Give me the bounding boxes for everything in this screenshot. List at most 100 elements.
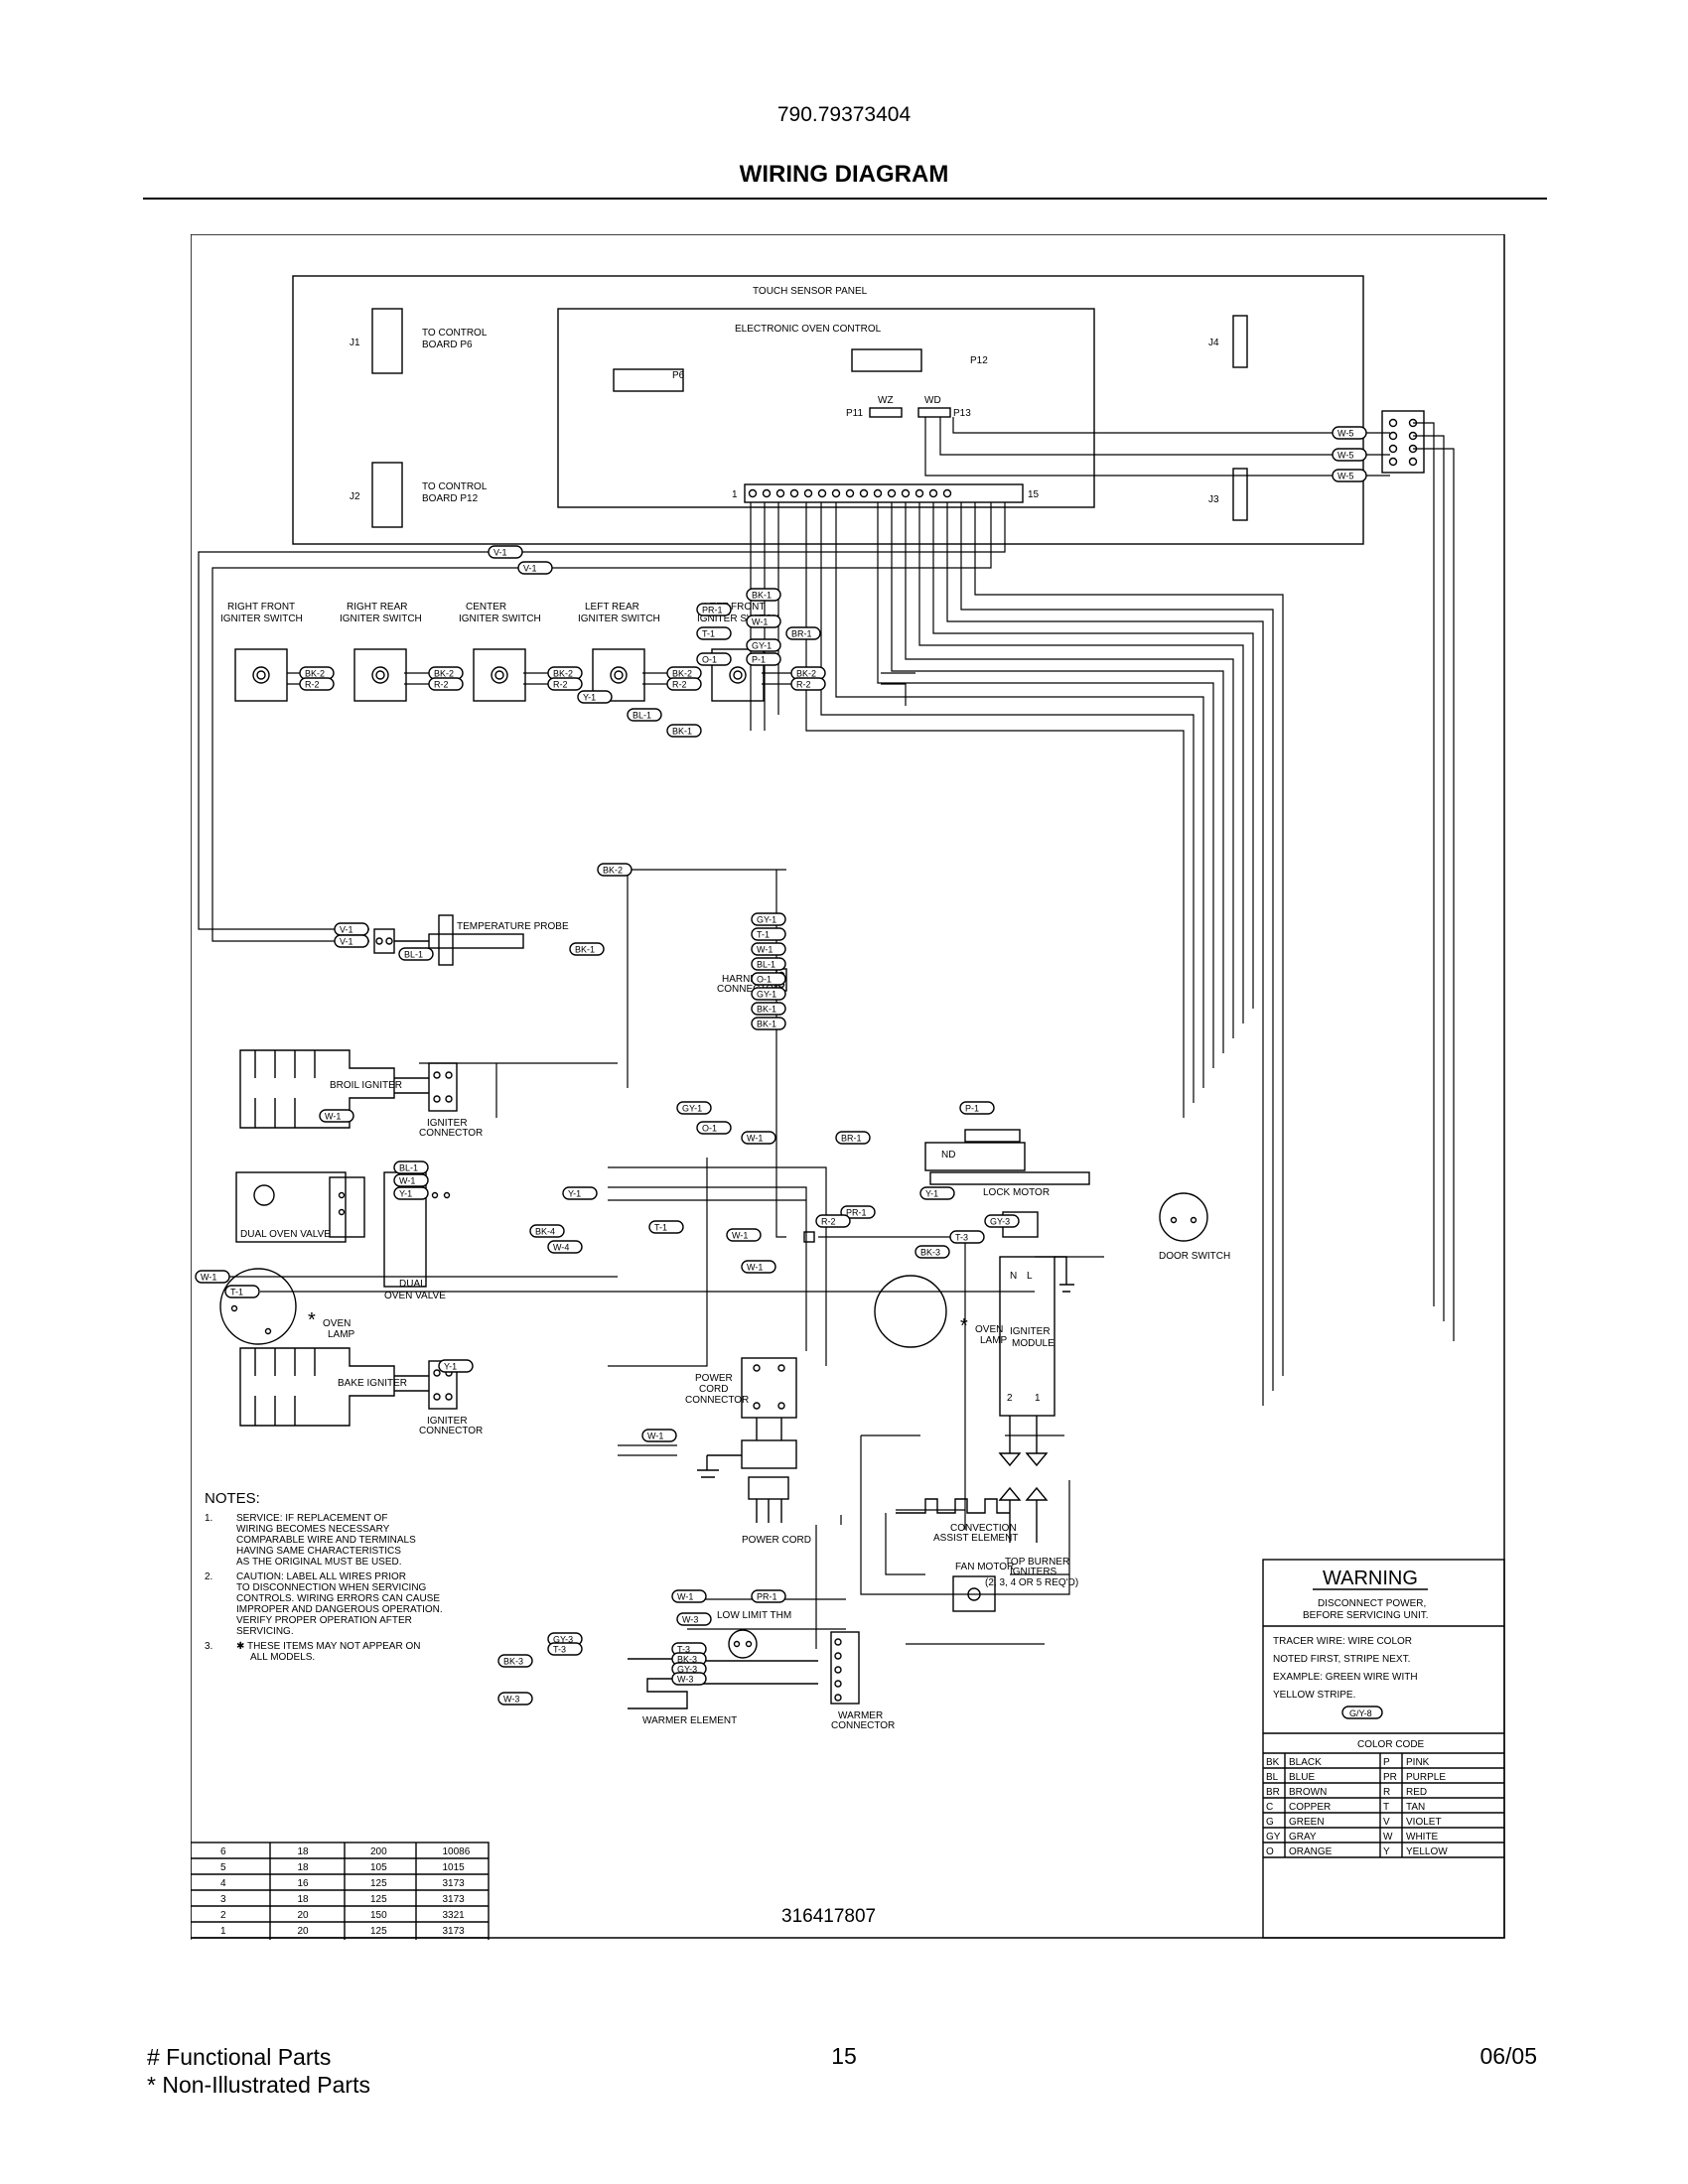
warmer-connector-label-1: WARMER	[838, 1710, 883, 1721]
bake-ic-label-2: CONNECTOR	[419, 1426, 483, 1436]
wire-label: R-2	[666, 677, 702, 691]
wire-label: BK-2	[597, 863, 633, 877]
temperature-probe-label: TEMPERATURE PROBE	[457, 921, 569, 932]
warmer-connector-label-2: CONNECTOR	[831, 1720, 895, 1731]
color-code-abbr: GY	[1266, 1832, 1281, 1843]
wire-table-cell: 125	[370, 1926, 387, 1937]
notes: NOTES: 1. SERVICE: IF REPLACEMENT OF WIR…	[205, 1490, 443, 1663]
wire-label: T-1	[751, 927, 786, 941]
broil-ic-label-1: IGNITER	[427, 1118, 468, 1129]
wire-table-cell: 3	[220, 1894, 226, 1905]
svg-text:R-2: R-2	[796, 680, 811, 690]
svg-text:Y-1: Y-1	[399, 1189, 412, 1199]
color-code-abbr: BL	[1266, 1772, 1279, 1783]
convection-assist-element: CONVECTION ASSIST ELEMENT FAN MOTOR	[896, 1498, 1018, 1612]
wire-label: W-5	[1332, 469, 1367, 482]
color-code-name: RED	[1406, 1787, 1427, 1798]
harness-label-2: CONNECTOR	[717, 984, 780, 995]
svg-text:R-2: R-2	[821, 1217, 836, 1227]
wire-label: BK-2	[666, 666, 702, 680]
color-code-name: PURPLE	[1406, 1772, 1446, 1783]
wire-label: W-5	[1332, 448, 1367, 462]
broil-ic-label-2: CONNECTOR	[419, 1128, 483, 1139]
connector-pin	[817, 488, 827, 498]
title-rule	[143, 198, 1547, 200]
color-code-name: TAN	[1406, 1802, 1425, 1813]
wire-table-cell: 3173	[443, 1878, 466, 1889]
notes-heading: NOTES:	[205, 1490, 260, 1507]
svg-text:R-2: R-2	[553, 680, 568, 690]
oven-lamp-right: * OVEN LAMP	[874, 1275, 1008, 1348]
touch-sensor-panel-label: TOUCH SENSOR PANEL	[753, 286, 868, 297]
wire-label: BK-4	[529, 1224, 565, 1238]
wire-label: Y-1	[562, 1186, 598, 1200]
igniter-module-pin-1: 1	[1035, 1393, 1041, 1404]
igniter-switch-label-1: RIGHT REAR	[347, 602, 408, 613]
nd-label: ND	[941, 1150, 955, 1160]
tracer-line: NOTED FIRST, STRIPE NEXT.	[1273, 1654, 1410, 1665]
wire-table-cell: 10086	[443, 1846, 471, 1857]
note-1-line: WIRING BECOMES NECESSARY	[236, 1524, 390, 1535]
fan-motor-label: FAN MOTOR	[955, 1562, 1014, 1572]
note-2-line: VERIFY PROPER OPERATION AFTER	[236, 1615, 412, 1626]
svg-text:BK-1: BK-1	[575, 945, 595, 955]
wire-label: BK-3	[497, 1654, 533, 1668]
igniter-switch-label-1: LEFT FRONT	[704, 602, 765, 613]
svg-text:W-5: W-5	[1337, 451, 1353, 461]
connector-pin	[748, 488, 758, 498]
top-burner-label-3: (2, 3, 4 OR 5 REQ'D)	[985, 1577, 1078, 1588]
connector-pin	[914, 488, 924, 498]
diagram-border	[191, 234, 1505, 1939]
warning-box: WARNING DISCONNECT POWER, BEFORE SERVICI…	[1262, 1559, 1505, 1939]
top-burner-label-1: TOP BURNER	[1005, 1557, 1069, 1568]
wire-label: Y-1	[577, 690, 613, 704]
note-1-line: COMPARABLE WIRE AND TERMINALS	[236, 1535, 416, 1546]
wire-label: W-1	[319, 1109, 354, 1123]
connector-pin	[873, 488, 883, 498]
color-code-title: COLOR CODE	[1357, 1739, 1425, 1750]
svg-text:T-3: T-3	[677, 1645, 690, 1655]
color-code-name: GREEN	[1289, 1817, 1325, 1828]
color-code-name: BROWN	[1289, 1787, 1327, 1798]
color-code-abbr: BK	[1266, 1757, 1280, 1768]
wiring-diagram: TOUCH SENSOR PANEL ELECTRONIC OVEN CONTR…	[191, 234, 1505, 1940]
wire-label: O-1	[751, 972, 786, 986]
dual-oven-valve: DUAL OVEN VALVE DUAL OVEN VALVE	[235, 1171, 451, 1301]
broil-igniter: BROIL IGNITER IGNITER CONNECTOR	[239, 1049, 483, 1139]
svg-text:BK-1: BK-1	[757, 1020, 776, 1029]
functional-parts-note: # Functional Parts	[147, 2044, 332, 2070]
j1-text-1: TO CONTROL	[422, 328, 488, 339]
wire-label: O-1	[696, 1121, 732, 1135]
svg-text:W-1: W-1	[677, 1592, 693, 1602]
wire-table-cell: 150	[370, 1910, 387, 1921]
color-code-name: BLUE	[1289, 1772, 1315, 1783]
note-2-line: TO DISCONNECTION WHEN SERVICING	[236, 1582, 427, 1593]
svg-text:W-1: W-1	[747, 1263, 763, 1273]
wire-table-cell: 125	[370, 1894, 387, 1905]
color-code-name: BLACK	[1289, 1757, 1322, 1768]
connector-pin	[942, 488, 952, 498]
connector-pin	[775, 488, 785, 498]
wire-label: Y-1	[438, 1359, 474, 1373]
wire-table-cell: 5	[220, 1862, 226, 1873]
connector-pin	[803, 488, 813, 498]
wire-label: GY-3	[984, 1214, 1020, 1228]
page-number: 15	[831, 2043, 857, 2069]
color-code-abbr: BR	[1266, 1787, 1280, 1798]
oven-lamp-left-asterisk: *	[308, 1309, 316, 1331]
svg-text:Y-1: Y-1	[583, 693, 596, 703]
wire-label: BK-2	[428, 666, 464, 680]
wire-label: T-3	[547, 1642, 583, 1656]
svg-text:BK-2: BK-2	[672, 669, 692, 679]
oven-lamp-right-asterisk: *	[960, 1315, 968, 1337]
pin-last-label: 15	[1028, 489, 1040, 500]
color-code-abbr: O	[1266, 1846, 1274, 1857]
wire-table-cell: 4	[220, 1878, 226, 1889]
svg-text:BL-1: BL-1	[399, 1163, 418, 1173]
wire-label: BR-1	[835, 1131, 871, 1145]
wire-label: PR-1	[751, 1589, 786, 1603]
wire-label: W-1	[741, 1131, 776, 1145]
wire-label: V-1	[334, 922, 369, 936]
